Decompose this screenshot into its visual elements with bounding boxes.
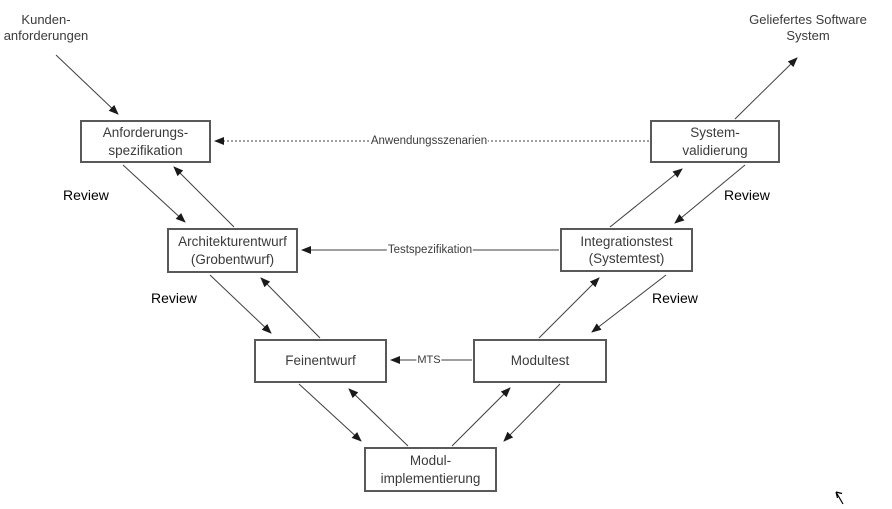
box-feinentwurf: Feinentwurf (254, 339, 387, 383)
mouse-cursor-icon (835, 491, 844, 505)
label-review-right-top: Review (724, 187, 770, 203)
box-architekturentwurf: Architekturentwurf (Grobentwurf) (167, 228, 298, 273)
arrow-customer-to-requirements (55, 54, 119, 115)
label-review-left-top: Review (63, 187, 109, 203)
arrow-validation-review-down (674, 164, 746, 224)
arrow-moduletest-review-down (503, 383, 561, 442)
label-kundenanforderungen: Kunden- anforderungen (3, 12, 89, 43)
box-modultest: Modultest (473, 339, 607, 383)
arrow-moduletest-to-integrationtest (538, 277, 600, 339)
arrow-integrationtest-review-down (591, 274, 667, 333)
label-testspezifikation: Testspezifikation (386, 244, 474, 256)
box-systemvalidierung: System- validierung (650, 120, 780, 163)
arrow-detaildesign-to-implementation (298, 383, 362, 442)
arrow-requirements-to-architecture (122, 164, 186, 223)
arrow-architecture-to-detaildesign (209, 274, 272, 334)
label-mts: MTS (416, 354, 442, 366)
arrow-implementation-to-moduletest (451, 387, 511, 447)
label-review-right-middle: Review (652, 290, 698, 306)
arrow-validation-to-delivered-system (734, 57, 798, 120)
label-review-left-middle: Review (151, 290, 197, 306)
label-anwendungsszenarien: Anwendungsszenarien (369, 135, 489, 147)
label-geliefertes-software-system: Geliefertes Software System (749, 12, 867, 43)
arrow-integrationtest-to-validation (609, 168, 683, 228)
box-integrationstest: Integrationstest (Systemtest) (560, 228, 693, 272)
box-anforderungsspezifikation: Anforderungs- spezifikation (80, 120, 211, 163)
box-modulimplementierung: Modul- implementierung (364, 447, 497, 492)
arrow-implementation-review-up (348, 388, 409, 447)
arrow-detaildesign-review-up (260, 277, 321, 339)
arrow-architecture-review-up (173, 166, 235, 228)
